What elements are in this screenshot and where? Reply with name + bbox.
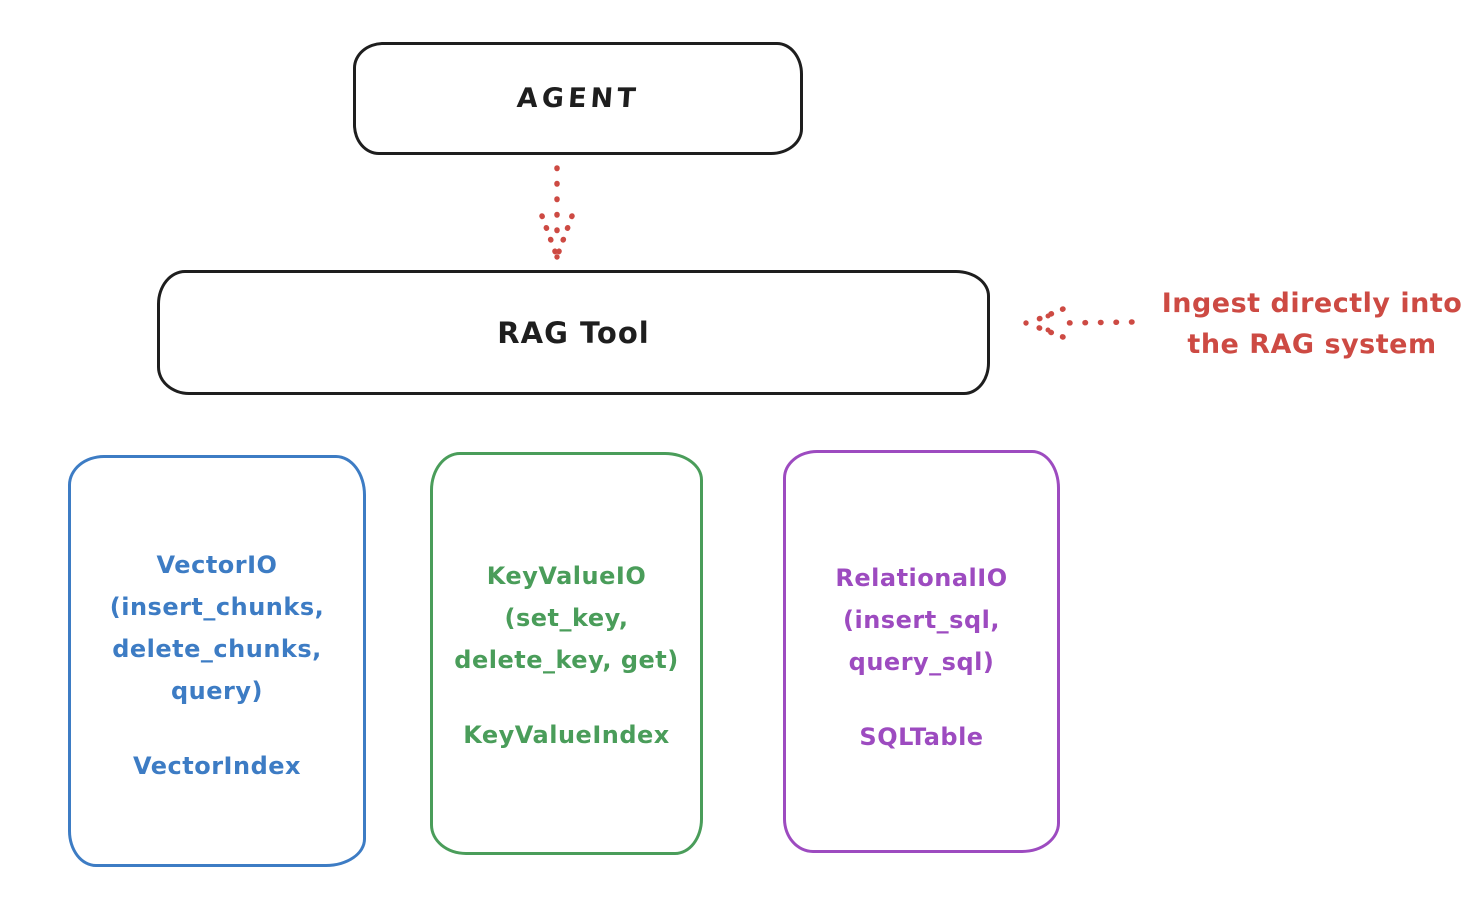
keyvalue-index-label: KeyValueIndex — [463, 721, 670, 749]
vector-index-label: VectorIndex — [132, 752, 301, 780]
vector-io-node-label: VectorIO (insert_chunks, delete_chunks, … — [109, 551, 325, 705]
sql-table-label: SQLTable — [859, 723, 984, 751]
keyvalue-io-node: KeyValueIO (set_key, delete_key, get) Ke… — [430, 452, 703, 855]
arrow-down-icon — [527, 160, 587, 265]
vector-io-node: VectorIO (insert_chunks, delete_chunks, … — [68, 455, 366, 867]
arrow-left-icon — [1018, 302, 1140, 346]
rag-tool-node: RAG Tool — [157, 270, 990, 395]
rag-tool-node-label: RAG Tool — [497, 315, 650, 350]
agent-node-label: AGENT — [515, 83, 641, 114]
ingest-annotation: Ingest directly into the RAG system — [1161, 288, 1463, 360]
relational-io-node-label: RelationalIO (insert_sql, query_sql) — [835, 564, 1008, 676]
keyvalue-io-node-label: KeyValueIO (set_key, delete_key, get) — [454, 562, 679, 674]
agent-node: AGENT — [353, 42, 803, 155]
relational-io-node: RelationalIO (insert_sql, query_sql) SQL… — [783, 450, 1060, 853]
